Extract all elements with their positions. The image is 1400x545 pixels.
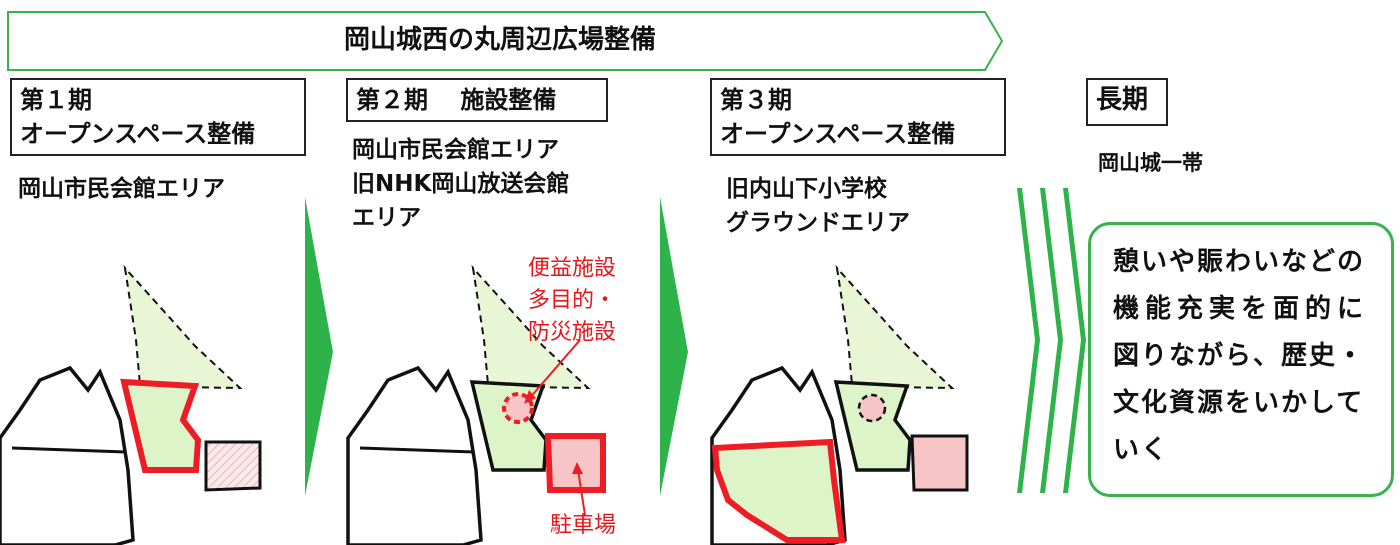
longterm-area-caption: 岡山城一帯 — [1098, 151, 1203, 175]
phase3-area-caption: 旧内山下小学校 グラウンドエリア — [726, 176, 910, 236]
arrow-separator-1 — [305, 197, 333, 496]
phase1-hatched-area — [204, 440, 262, 492]
phase3-title-box: 第３期 オープンスペース整備 — [710, 78, 1006, 156]
map-phase-2 — [346, 267, 606, 545]
phase3-title-line1: 第３期 — [720, 86, 792, 114]
map-phase-3 — [710, 267, 969, 545]
map-phase-1 — [0, 267, 262, 545]
phase1-title-line1: 第１期 — [20, 86, 92, 114]
arrow-separator-2 — [660, 197, 688, 496]
parking-label: 駐車場 — [550, 513, 617, 538]
phase2-title-box: 第２期 施設整備 — [346, 78, 608, 122]
longterm-title-box: 長期 — [1086, 78, 1168, 126]
phase1-title-box: 第１期 オープンスペース整備 — [10, 78, 306, 156]
longterm-summary-box: 憩いや賑わいなどの 機能充実を面的に 図りながら、歴史・ 文化資源をいかして い… — [1088, 222, 1394, 497]
phase1-highlight-area — [120, 378, 202, 473]
phase2-area-caption: 岡山市民会館エリア 旧NHK岡山放送会館 エリア — [352, 137, 570, 231]
summary-line-5: いく — [1113, 435, 1170, 465]
summary-line-2: 機能充実を面的に — [1113, 294, 1370, 324]
phase1-area-caption: 岡山市民会館エリア — [18, 176, 225, 202]
summary-line-1: 憩いや賑わいなどの — [1113, 247, 1366, 277]
summary-line-4: 文化資源をいかして — [1113, 388, 1365, 418]
summary-line-3: 図りながら、歴史・ — [1113, 341, 1366, 371]
phase3-highlight-area — [711, 438, 846, 543]
banner-arrow — [7, 11, 1004, 71]
arrow-separator-3 — [1017, 188, 1086, 493]
banner-title: 岡山城西の丸周辺広場整備 — [343, 25, 656, 55]
facility-label: 便益施設 多目的・ 防災施設 — [528, 256, 617, 345]
phase2-parking-area — [544, 433, 606, 493]
phase1-title-line2: オープンスペース整備 — [20, 120, 256, 148]
phase3-title-line2: オープンスペース整備 — [720, 120, 956, 148]
